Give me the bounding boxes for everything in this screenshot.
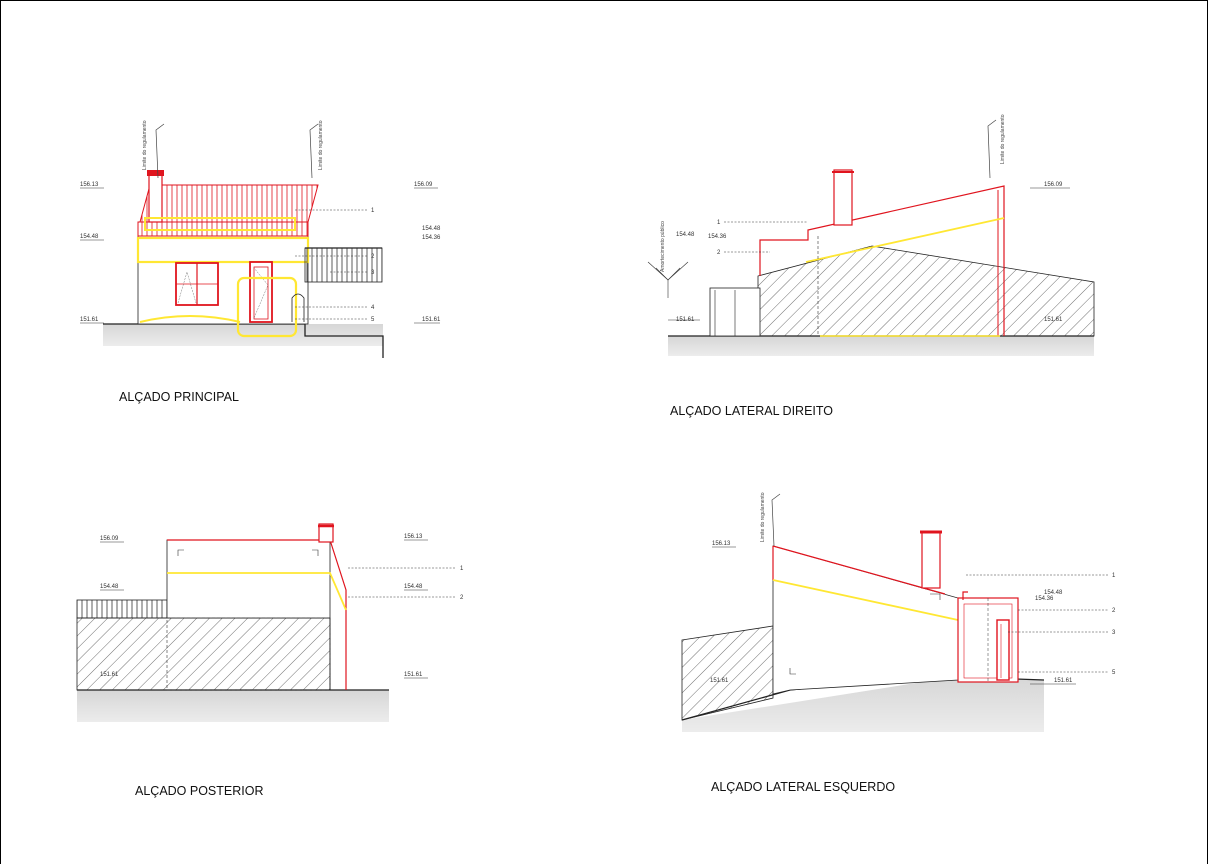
ground-strip <box>77 690 389 722</box>
callout-2: 2 <box>371 254 375 260</box>
callout-1: 1 <box>717 220 721 226</box>
level-bottom-right: 151.61 <box>422 317 441 323</box>
level-mid-a: 154.48 <box>676 232 695 238</box>
title-alcado-posterior: ALÇADO POSTERIOR <box>135 784 264 798</box>
callout-1: 1 <box>460 566 464 572</box>
level-mid-a: 154.48 <box>1044 590 1063 596</box>
building-outline <box>759 185 1005 336</box>
building-wall <box>166 539 331 619</box>
level-bottom-right: 151.61 <box>404 672 423 678</box>
level-top-left: 156.13 <box>712 541 731 547</box>
fence <box>76 599 168 619</box>
chimney <box>318 523 334 543</box>
limit-label: Limite do regulamento <box>760 492 766 542</box>
view-alcado-posterior: 156.09 156.13 154.48 154.48 151.61 151.6… <box>76 523 464 798</box>
view-alcado-lateral-direito: Amortecimento público Limite do regulame… <box>647 114 1095 418</box>
callout-3: 3 <box>1112 630 1116 636</box>
yellow-line <box>805 217 1005 263</box>
callout-5: 5 <box>371 317 375 323</box>
annex-roof <box>304 247 383 283</box>
door <box>996 619 1010 681</box>
callout-2: 2 <box>460 595 464 601</box>
level-mid-right-a: 154.48 <box>422 226 441 232</box>
callout-1: 1 <box>371 208 375 214</box>
ground-strip <box>682 676 1044 732</box>
callout-3: 3 <box>371 270 375 276</box>
level-top-right: 156.13 <box>404 534 423 540</box>
limit-label-2: Limite do regulamento <box>318 120 324 170</box>
amortecimento-label: Amortecimento público <box>660 221 666 272</box>
yellow-roof-band <box>144 217 296 231</box>
level-bottom-left: 151.61 <box>80 317 99 323</box>
chimney <box>148 171 163 223</box>
level-bottom-right: 151.61 <box>1044 317 1063 323</box>
door <box>249 261 273 323</box>
terrain-hatch <box>681 625 774 721</box>
callout-4: 4 <box>371 305 375 311</box>
callout-2: 2 <box>1112 608 1116 614</box>
title-alcado-principal: ALÇADO PRINCIPAL <box>119 390 239 404</box>
level-mid-b: 154.36 <box>708 234 727 240</box>
level-top-right: 156.09 <box>1044 182 1063 188</box>
chimney-cap <box>147 170 164 176</box>
level-bottom-left: 151.61 <box>676 317 695 323</box>
level-bottom-left: 151.61 <box>100 672 119 678</box>
yellow-line <box>167 572 347 611</box>
level-mid-left: 154.48 <box>100 584 119 590</box>
level-bottom-left: 151.61 <box>710 678 729 684</box>
callout-5: 5 <box>1112 670 1116 676</box>
yellow-line <box>772 579 959 621</box>
level-top-left: 156.09 <box>100 536 119 542</box>
level-top-left: 156.13 <box>80 182 99 188</box>
ground-strip <box>668 336 1094 356</box>
limit-label-1: Limite do regulamento <box>142 120 148 170</box>
roof-tiles <box>139 184 319 223</box>
view-alcado-lateral-esquerdo: Limite do regulamento 156.13 154.48 154.… <box>681 492 1116 794</box>
level-mid-b: 154.36 <box>1035 596 1054 602</box>
title-alcado-lateral-esquerdo: ALÇADO LATERAL ESQUERDO <box>711 780 895 794</box>
view-alcado-principal: Limite do regulamento Limite do regulame… <box>80 120 441 404</box>
level-bottom-right: 151.61 <box>1054 678 1073 684</box>
level-mid-right: 154.48 <box>404 584 423 590</box>
callout-1: 1 <box>1112 573 1116 579</box>
terrain-hatch <box>76 617 331 691</box>
level-mid-right-b: 154.36 <box>422 235 441 241</box>
title-alcado-lateral-direito: ALÇADO LATERAL DIREITO <box>670 404 833 418</box>
callout-2: 2 <box>717 250 721 256</box>
chimney <box>921 531 941 589</box>
level-mid-left: 154.48 <box>80 234 99 240</box>
chimney <box>833 169 853 226</box>
level-top-right: 156.09 <box>414 182 433 188</box>
limit-label: Limite do regulamento <box>1000 114 1006 164</box>
